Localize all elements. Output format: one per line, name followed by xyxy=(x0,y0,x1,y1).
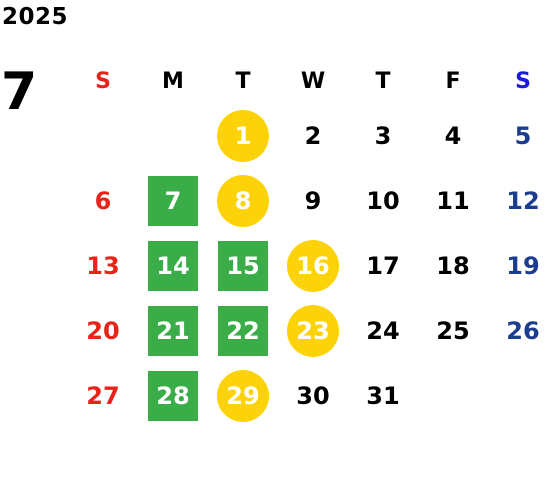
day-number: 24 xyxy=(366,316,400,345)
day-number: 23 xyxy=(296,316,330,345)
day-cell[interactable]: 1 xyxy=(208,103,278,168)
day-cell[interactable]: 15 xyxy=(208,233,278,298)
day-cell[interactable]: 30 xyxy=(278,363,348,428)
day-number: 9 xyxy=(304,186,322,215)
weekday-header: S xyxy=(95,69,111,94)
day-number: 3 xyxy=(374,121,392,150)
day-cell[interactable]: 16 xyxy=(278,233,348,298)
day-cell[interactable]: 12 xyxy=(488,168,548,233)
circle-marker xyxy=(217,369,269,422)
empty-day-cell xyxy=(488,363,548,428)
day-number: 21 xyxy=(156,316,190,345)
day-cell[interactable]: 31 xyxy=(348,363,418,428)
day-number: 27 xyxy=(86,381,120,410)
day-number: 29 xyxy=(226,381,260,410)
day-cell[interactable]: 14 xyxy=(138,233,208,298)
day-cell[interactable]: 6 xyxy=(68,168,138,233)
circle-marker xyxy=(287,304,339,357)
circle-marker xyxy=(217,109,269,162)
day-cell[interactable]: 19 xyxy=(488,233,548,298)
square-marker xyxy=(148,305,198,356)
day-number: 12 xyxy=(506,186,540,215)
day-cell[interactable]: 17 xyxy=(348,233,418,298)
day-number: 8 xyxy=(234,186,252,215)
square-marker xyxy=(218,305,268,356)
day-number: 31 xyxy=(366,381,400,410)
day-number: 13 xyxy=(86,251,120,280)
day-cell[interactable]: 13 xyxy=(68,233,138,298)
weekday-header: T xyxy=(375,69,391,94)
calendar-year: 2025 xyxy=(2,4,69,30)
day-cell[interactable]: 28 xyxy=(138,363,208,428)
day-cell[interactable]: 2 xyxy=(278,103,348,168)
calendar-month: 7 xyxy=(1,62,38,122)
day-cell[interactable]: 22 xyxy=(208,298,278,363)
day-cell[interactable]: 5 xyxy=(488,103,548,168)
day-cell[interactable]: 8 xyxy=(208,168,278,233)
square-marker xyxy=(148,240,198,291)
day-number: 10 xyxy=(366,186,400,215)
day-cell[interactable]: 18 xyxy=(418,233,488,298)
empty-day-cell xyxy=(418,363,488,428)
day-cell[interactable]: 7 xyxy=(138,168,208,233)
weekday-header: W xyxy=(300,69,326,94)
day-cell[interactable]: 11 xyxy=(418,168,488,233)
day-number: 4 xyxy=(444,121,462,150)
square-marker xyxy=(148,175,198,226)
day-number: 15 xyxy=(226,251,260,280)
square-marker xyxy=(218,240,268,291)
day-number: 26 xyxy=(506,316,540,345)
day-number: 16 xyxy=(296,251,330,280)
day-number: 1 xyxy=(234,121,252,150)
day-cell[interactable]: 27 xyxy=(68,363,138,428)
day-number: 20 xyxy=(86,316,120,345)
weekday-header: S xyxy=(515,69,531,94)
circle-marker xyxy=(217,174,269,227)
day-number: 6 xyxy=(94,186,112,215)
day-number: 25 xyxy=(436,316,470,345)
day-cell[interactable]: 9 xyxy=(278,168,348,233)
day-cell[interactable]: 4 xyxy=(418,103,488,168)
day-cell[interactable]: 20 xyxy=(68,298,138,363)
day-number: 17 xyxy=(366,251,400,280)
day-cell[interactable]: 24 xyxy=(348,298,418,363)
day-number: 2 xyxy=(304,121,322,150)
day-cell[interactable]: 10 xyxy=(348,168,418,233)
day-cell[interactable]: 26 xyxy=(488,298,548,363)
day-number: 18 xyxy=(436,251,470,280)
day-number: 11 xyxy=(436,186,470,215)
day-number: 19 xyxy=(506,251,540,280)
day-number: 7 xyxy=(164,186,182,215)
circle-marker xyxy=(287,239,339,292)
empty-day-cell xyxy=(68,103,138,168)
empty-day-cell xyxy=(138,103,208,168)
weekday-header: F xyxy=(445,69,461,94)
day-cell[interactable]: 29 xyxy=(208,363,278,428)
day-number: 30 xyxy=(296,381,330,410)
day-cell[interactable]: 3 xyxy=(348,103,418,168)
weekday-header: M xyxy=(162,69,184,94)
weekday-header: T xyxy=(235,69,251,94)
day-number: 28 xyxy=(156,381,190,410)
square-marker xyxy=(148,370,198,421)
day-cell[interactable]: 25 xyxy=(418,298,488,363)
day-cell[interactable]: 23 xyxy=(278,298,348,363)
day-cell[interactable]: 21 xyxy=(138,298,208,363)
day-number: 22 xyxy=(226,316,260,345)
day-number: 5 xyxy=(514,121,532,150)
day-number: 14 xyxy=(156,251,190,280)
